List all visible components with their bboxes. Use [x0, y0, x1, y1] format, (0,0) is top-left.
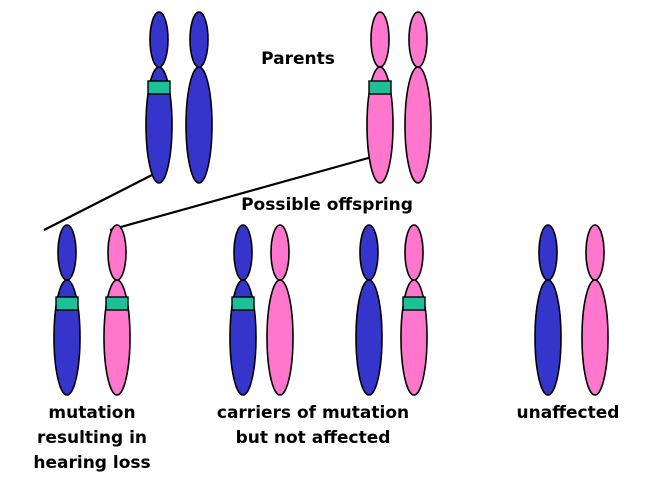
chromosome-long-arm	[582, 280, 608, 395]
chromosome-short-arm	[150, 12, 168, 67]
inheritance-line	[110, 157, 372, 230]
chromosome-short-arm	[234, 225, 252, 280]
chromosome-short-arm	[586, 225, 604, 280]
label-line: hearing loss	[33, 453, 150, 473]
chromosome-short-arm	[108, 225, 126, 280]
label-line: carriers of mutation	[217, 403, 409, 423]
parents-title: Parents	[261, 49, 335, 69]
chromosome-short-arm	[271, 225, 289, 280]
chromosome-short-arm	[190, 12, 208, 67]
chromosome-off3-left	[356, 225, 382, 395]
chromosome-short-arm	[360, 225, 378, 280]
chromosome-short-arm	[409, 12, 427, 67]
label-line: resulting in	[37, 428, 147, 448]
mutation-marker	[106, 297, 128, 310]
group-label-carriers: carriers of mutation but not affected	[217, 403, 409, 448]
group-label-unaffected: unaffected	[517, 403, 620, 423]
chromosome-short-arm	[405, 225, 423, 280]
chromosome-short-arm	[58, 225, 76, 280]
label-line: but not affected	[236, 428, 391, 448]
chromosome-off2-left	[230, 225, 256, 395]
mutation-marker	[56, 297, 78, 310]
mutation-marker	[369, 81, 391, 94]
chromosome-off4-left	[535, 225, 561, 395]
chromosome-father-left	[146, 12, 172, 183]
group-label-affected: mutation resulting in hearing loss	[33, 403, 150, 473]
chromosome-long-arm	[267, 280, 293, 395]
chromosome-mother-right	[405, 12, 431, 183]
chromosome-off3-right	[401, 225, 427, 395]
mutation-marker	[232, 297, 254, 310]
chromosome-short-arm	[371, 12, 389, 67]
chromosome-off4-right	[582, 225, 608, 395]
chromosome-long-arm	[356, 280, 382, 395]
chromosome-long-arm	[405, 67, 431, 183]
chromosome-short-arm	[539, 225, 557, 280]
label-line: unaffected	[517, 403, 620, 423]
chromosome-off2-right	[267, 225, 293, 395]
offspring-title: Possible offspring	[241, 195, 413, 215]
label-line: mutation	[48, 403, 135, 423]
chromosome-off1-right	[104, 225, 130, 395]
chromosome-long-arm	[535, 280, 561, 395]
chromosome-off1-left	[54, 225, 80, 395]
mutation-marker	[403, 297, 425, 310]
mutation-marker	[148, 81, 170, 94]
chromosome-long-arm	[186, 67, 212, 183]
chromosome-mother-left	[367, 12, 393, 183]
chromosome-father-right	[186, 12, 212, 183]
